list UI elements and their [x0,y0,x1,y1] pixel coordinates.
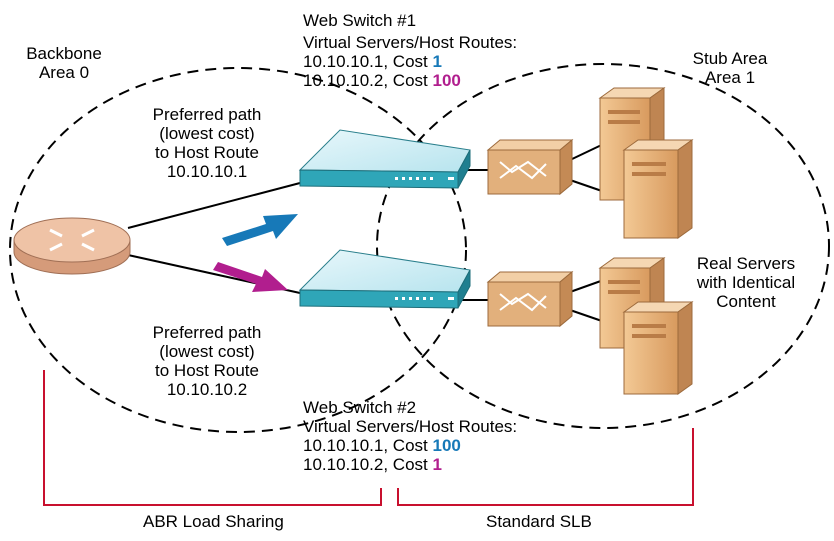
magenta-path-arrow-icon [213,262,288,292]
router-icon [13,217,131,275]
web-switch-1-route-1: 10.10.10.1, Cost 1 [303,52,442,71]
web-switch-1-icon [298,129,471,189]
web-switch-2-icon [298,249,471,309]
web-switch-2-route-2: 10.10.10.2, Cost 1 [303,455,442,474]
hub-2-icon [486,270,574,328]
blue-path-arrow-icon [222,214,298,246]
web-switch-2-info: Web Switch #2 Virtual Servers/Host Route… [303,398,517,474]
web-switch-2-title: Web Switch #2 [303,398,417,417]
backbone-area-boundary [9,67,467,433]
web-switch-1-info: Web Switch #1 Virtual Servers/Host Route… [303,11,517,90]
preferred-path-1-label: Preferred path(lowest cost)to Host Route… [152,105,262,181]
web-switch-1-subtitle: Virtual Servers/Host Routes: [303,33,518,52]
web-switch-2-subtitle: Virtual Servers/Host Routes: [303,417,518,436]
hub-1-icon [486,138,574,196]
stub-area-boundary [376,63,830,429]
web-switch-1-title: Web Switch #1 [303,11,417,30]
server-2-icon [622,139,694,239]
abr-load-sharing-label: ABR Load Sharing [143,512,284,531]
standard-slb-label: Standard SLB [486,512,592,531]
server-4-icon [622,301,694,395]
preferred-path-2-label: Preferred path(lowest cost)to Host Route… [152,323,262,399]
abr-load-sharing-bracket [43,370,382,506]
web-switch-2-route-1: 10.10.10.1, Cost 100 [303,436,461,455]
standard-slb-bracket [397,428,694,506]
web-switch-1-route-2: 10.10.10.2, Cost 100 [303,71,461,90]
